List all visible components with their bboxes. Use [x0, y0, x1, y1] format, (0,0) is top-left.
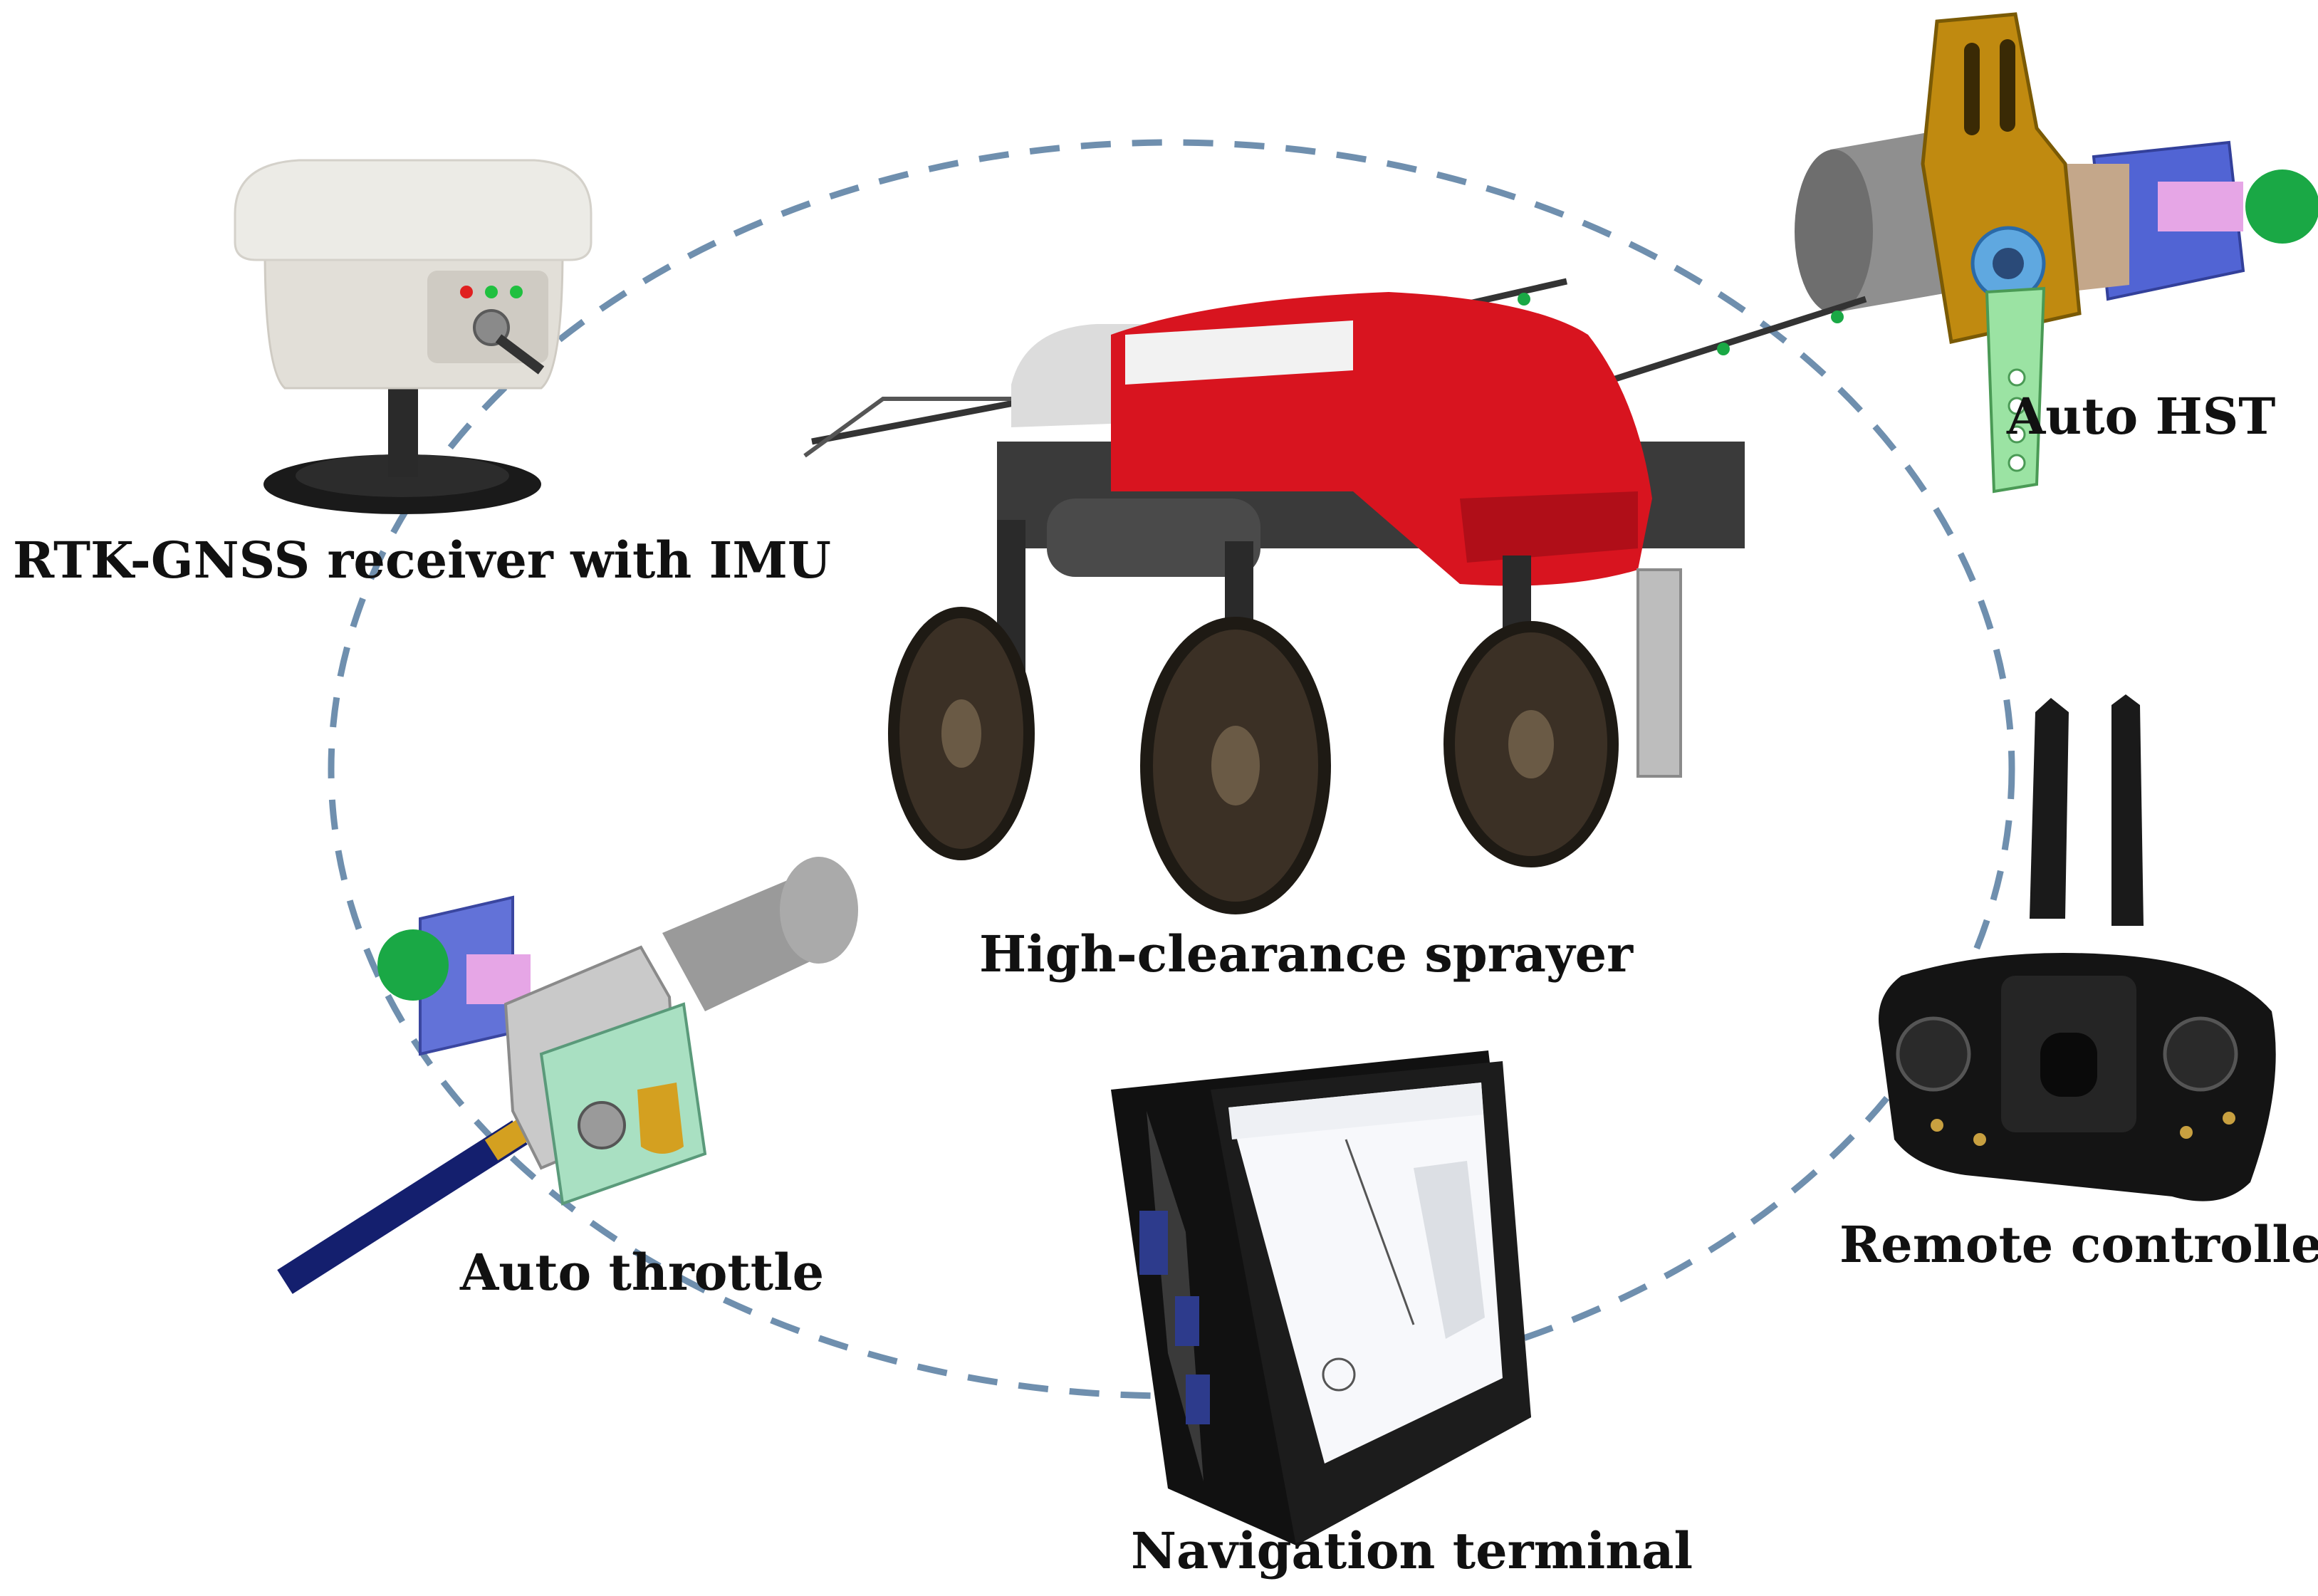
auto-hst-label: Auto HST: [2007, 387, 2276, 446]
rtk-gnss-label: RTK-GNSS receiver with IMU: [13, 531, 831, 590]
remote-controller-label: Remote controller: [1839, 1215, 2318, 1274]
high-clearance-sprayer-image: [803, 278, 1867, 914]
auto-hst-image: [1795, 12, 2318, 494]
navigation-terminal-image: [1111, 1050, 1531, 1545]
auto-throttle-label: Auto throttle: [460, 1243, 825, 1302]
sprayer-label: High-clearance sprayer: [979, 924, 1634, 984]
connection-ring: [328, 139, 2015, 1399]
remote-controller-image: [1879, 694, 2276, 1201]
auto-throttle-image: [277, 857, 858, 1294]
rtk-gnss-receiver-image: [234, 159, 592, 514]
navigation-terminal-label: Navigation terminal: [1131, 1521, 1693, 1580]
